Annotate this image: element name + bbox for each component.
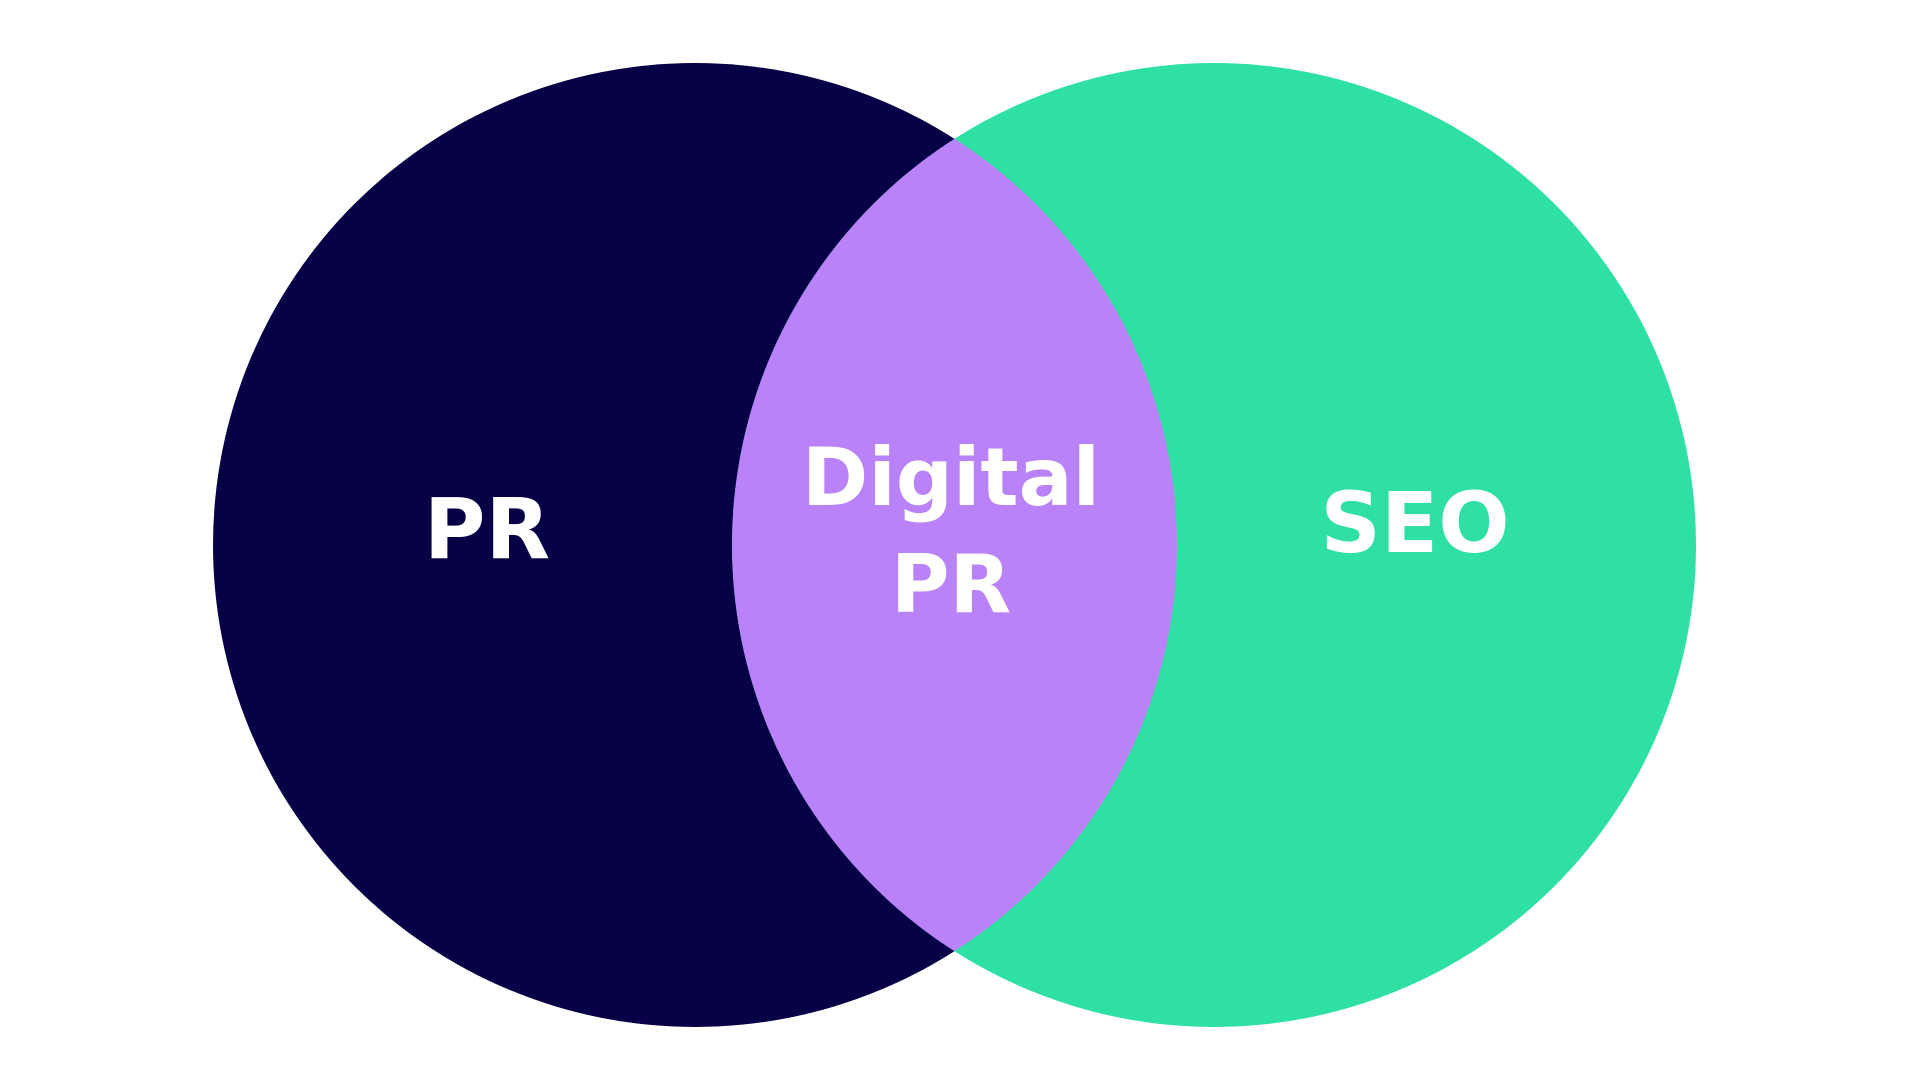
digital-pr-label-line-1: Digital — [802, 431, 1100, 524]
intersection-lens — [732, 63, 1177, 1027]
digital-pr-label-line-2: PR — [891, 538, 1011, 631]
pr-label: PR — [424, 480, 550, 578]
seo-label: SEO — [1320, 474, 1509, 572]
